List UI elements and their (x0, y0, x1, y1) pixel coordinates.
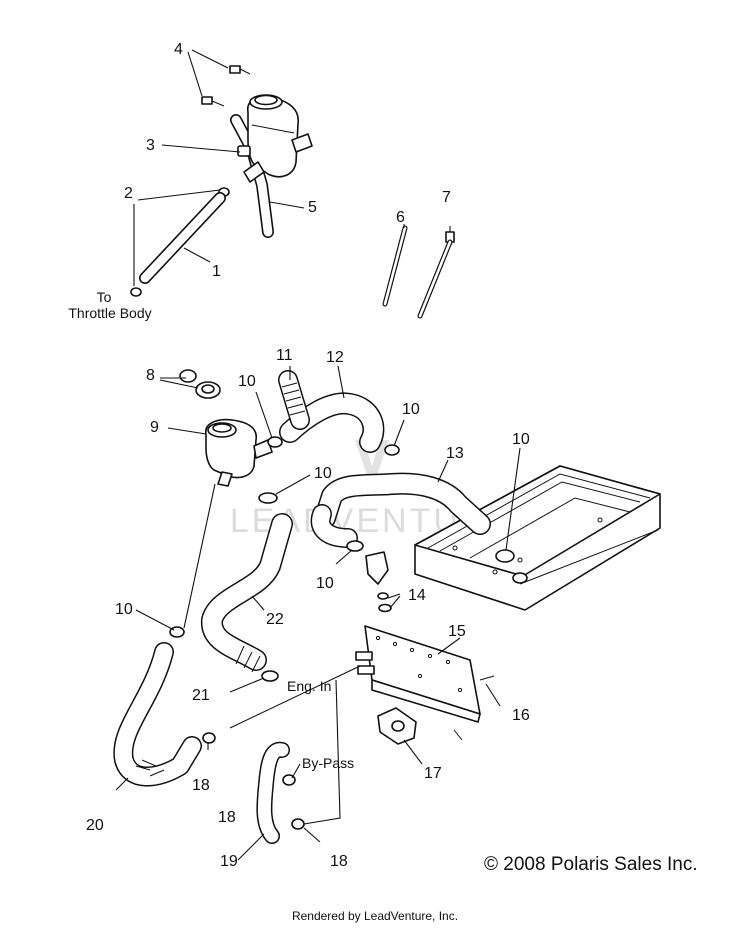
part-3-clamp[interactable] (237, 145, 251, 157)
callout-10-a: 10 (238, 373, 256, 390)
radiator-outlet (512, 572, 528, 584)
part-9-reservoir[interactable] (205, 418, 273, 487)
callout-17: 17 (424, 765, 442, 782)
part-16-screw-upper[interactable] (479, 675, 495, 681)
callout-10-f: 10 (115, 601, 133, 618)
part-15-heat-exchanger[interactable] (355, 625, 481, 723)
text-labels: To Throttle Body Eng. In By-Pass (68, 289, 354, 771)
part-1-tube[interactable] (139, 192, 226, 284)
label-to: To (97, 289, 112, 305)
part-10-clamp-e[interactable] (495, 549, 515, 563)
callout-3: 3 (146, 137, 155, 154)
label-by-pass: By-Pass (302, 755, 354, 771)
callout-14: 14 (408, 587, 426, 604)
part-13-connector-hose[interactable] (310, 504, 358, 548)
part-20-hose[interactable] (113, 642, 202, 787)
part-10-clamp-c[interactable] (384, 444, 400, 456)
callout-2: 2 (124, 185, 133, 202)
callout-22: 22 (266, 611, 284, 628)
part-6-strap[interactable] (382, 225, 408, 307)
part-13-hose[interactable] (314, 472, 491, 535)
callout-21: 21 (192, 687, 210, 704)
footer-text: Rendered by LeadVenture, Inc. (292, 909, 458, 923)
callout-4: 4 (174, 41, 183, 58)
callout-12: 12 (326, 349, 344, 366)
callout-9: 9 (150, 419, 159, 436)
part-14-fitting[interactable] (365, 551, 392, 613)
callout-16: 16 (512, 707, 530, 724)
part-18-clamp-c[interactable] (291, 818, 305, 830)
callout-18-a: 18 (192, 777, 210, 794)
part-4-screw-right[interactable] (229, 65, 251, 75)
lower-assembly (113, 369, 661, 844)
part-11-hose[interactable] (278, 370, 310, 430)
part-16-screw-lower[interactable] (453, 729, 463, 741)
part-17-bracket[interactable] (377, 707, 417, 745)
part-4-screw-left[interactable] (201, 96, 225, 107)
callout-1: 1 (212, 263, 221, 280)
leader-lines (115, 49, 521, 861)
callout-10-b: 10 (314, 465, 332, 482)
label-throttle-body: Throttle Body (68, 305, 151, 321)
part-19-hose[interactable] (256, 741, 290, 844)
callout-7: 7 (442, 189, 451, 206)
callout-10-e: 10 (512, 431, 530, 448)
part-21-clamp[interactable] (261, 670, 279, 682)
callout-18-c: 18 (330, 853, 348, 870)
part-10-clamp-b[interactable] (258, 492, 278, 504)
callout-11: 11 (276, 347, 293, 364)
callout-18-b: 18 (218, 809, 236, 826)
part-22-hose[interactable] (201, 513, 293, 673)
upper-assembly (130, 65, 455, 319)
part-18-clamp-a[interactable] (202, 732, 216, 744)
callout-19: 19 (220, 853, 238, 870)
callout-6: 6 (396, 209, 405, 226)
radiator-frame[interactable] (414, 465, 661, 611)
callout-numbers: 4 3 2 5 1 6 7 8 9 10 11 12 10 10 13 10 1… (86, 41, 530, 870)
callout-10-c: 10 (402, 401, 420, 418)
callout-8: 8 (146, 367, 155, 384)
part-10-clamp-a[interactable] (267, 436, 283, 448)
coolant-reservoir-upper[interactable] (243, 94, 313, 183)
part-10-clamp-d[interactable] (346, 540, 364, 552)
callout-5: 5 (308, 199, 317, 216)
callout-15: 15 (448, 623, 466, 640)
label-eng-in: Eng. In (287, 678, 331, 694)
callout-10-d: 10 (316, 575, 334, 592)
callout-13: 13 (446, 445, 464, 462)
part-7-strap[interactable] (417, 231, 455, 319)
callout-20: 20 (86, 817, 104, 834)
copyright-text: © 2008 Polaris Sales Inc. (484, 854, 698, 875)
part-8-cap[interactable] (179, 369, 221, 399)
watermark-logo-icon (355, 440, 389, 490)
part-2-clamp-lower[interactable] (130, 287, 142, 297)
